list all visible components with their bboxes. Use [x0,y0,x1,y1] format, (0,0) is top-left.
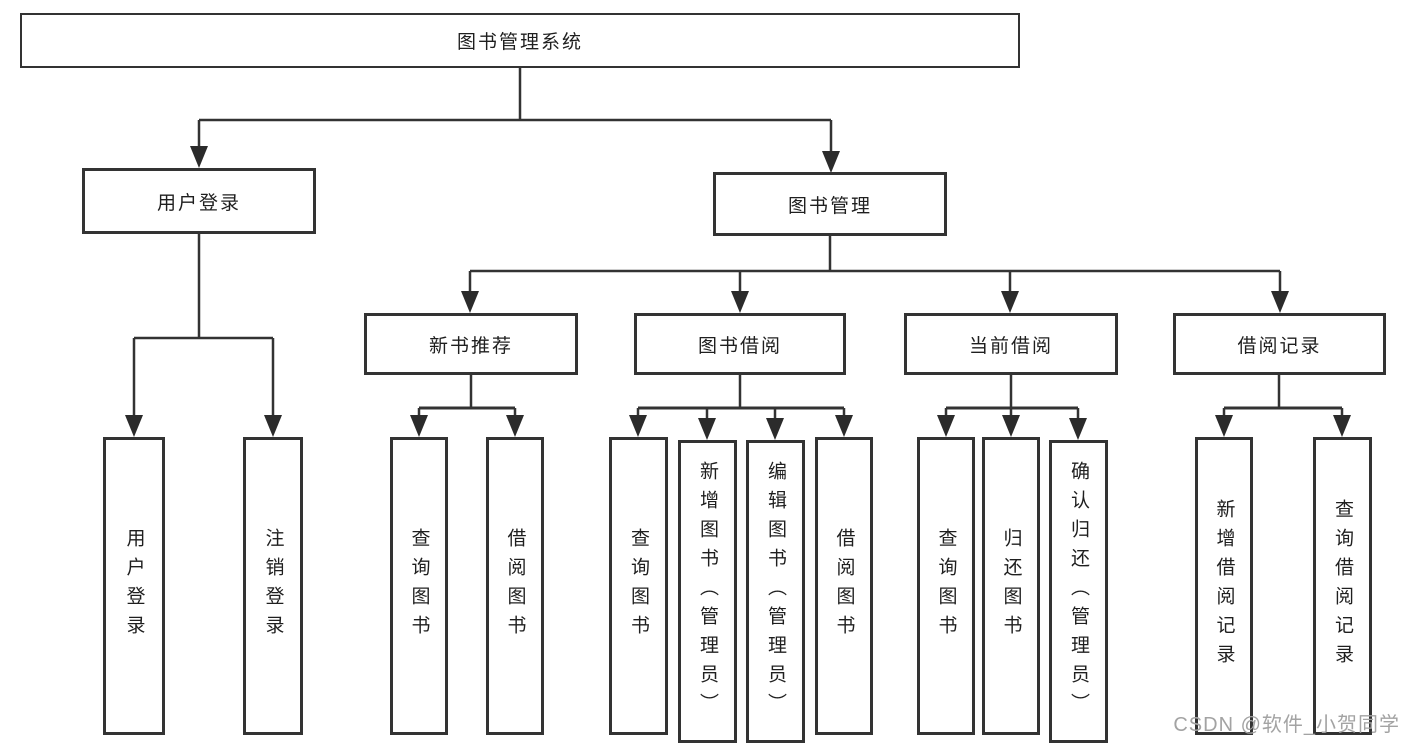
csdn-watermark: CSDN @软件_小贺同学 [1173,714,1400,736]
node-root: 图书管理系统 [20,13,1020,68]
leaf-query-books-1: 查询图书 [390,437,448,735]
leaf-logout: 注销登录 [243,437,303,735]
leaf-confirm-return-admin: 确认归还（管理员） [1049,440,1108,743]
leaf-user-login: 用户登录 [103,437,165,735]
leaf-query-books-2: 查询图书 [609,437,668,735]
leaf-edit-books-admin: 编辑图书（管理员） [746,440,805,743]
leaf-query-borrow-record: 查询借阅记录 [1313,437,1372,735]
node-book-management: 图书管理 [713,172,947,236]
node-user-login: 用户登录 [82,168,316,234]
leaf-query-books-3: 查询图书 [917,437,975,735]
leaf-return-books: 归还图书 [982,437,1040,735]
leaf-borrow-books-2: 借阅图书 [815,437,873,735]
leaf-add-books-admin: 新增图书（管理员） [678,440,737,743]
leaf-add-borrow-record: 新增借阅记录 [1195,437,1253,735]
node-new-book-recommend: 新书推荐 [364,313,578,375]
node-borrow-records: 借阅记录 [1173,313,1386,375]
node-book-borrow: 图书借阅 [634,313,846,375]
leaf-borrow-books-1: 借阅图书 [486,437,544,735]
node-current-borrow: 当前借阅 [904,313,1118,375]
